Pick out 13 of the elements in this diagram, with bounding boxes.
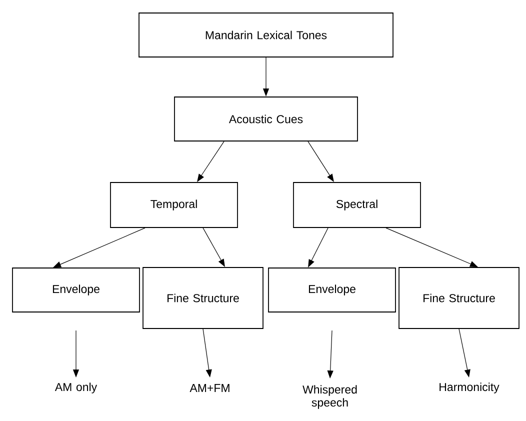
outcome-label: AM only	[54, 382, 98, 394]
outcome-label: Harmonicity	[440, 382, 500, 394]
process-box: Fine Structure	[398, 267, 520, 329]
outcome-label: Whispered speech	[302, 385, 357, 409]
process-box: Temporal	[110, 182, 238, 228]
outcome-label: AM+FM	[190, 384, 230, 392]
process-box: Envelope	[12, 268, 140, 312]
process-box: Acoustic Cues	[174, 96, 358, 142]
process-box: Envelope	[268, 268, 396, 312]
process-box: Spectral	[293, 182, 421, 228]
process-box: Fine Structure	[142, 267, 264, 329]
title-box: Mandarin Lexical Tones	[138, 12, 394, 58]
arrow	[386, 228, 478, 268]
